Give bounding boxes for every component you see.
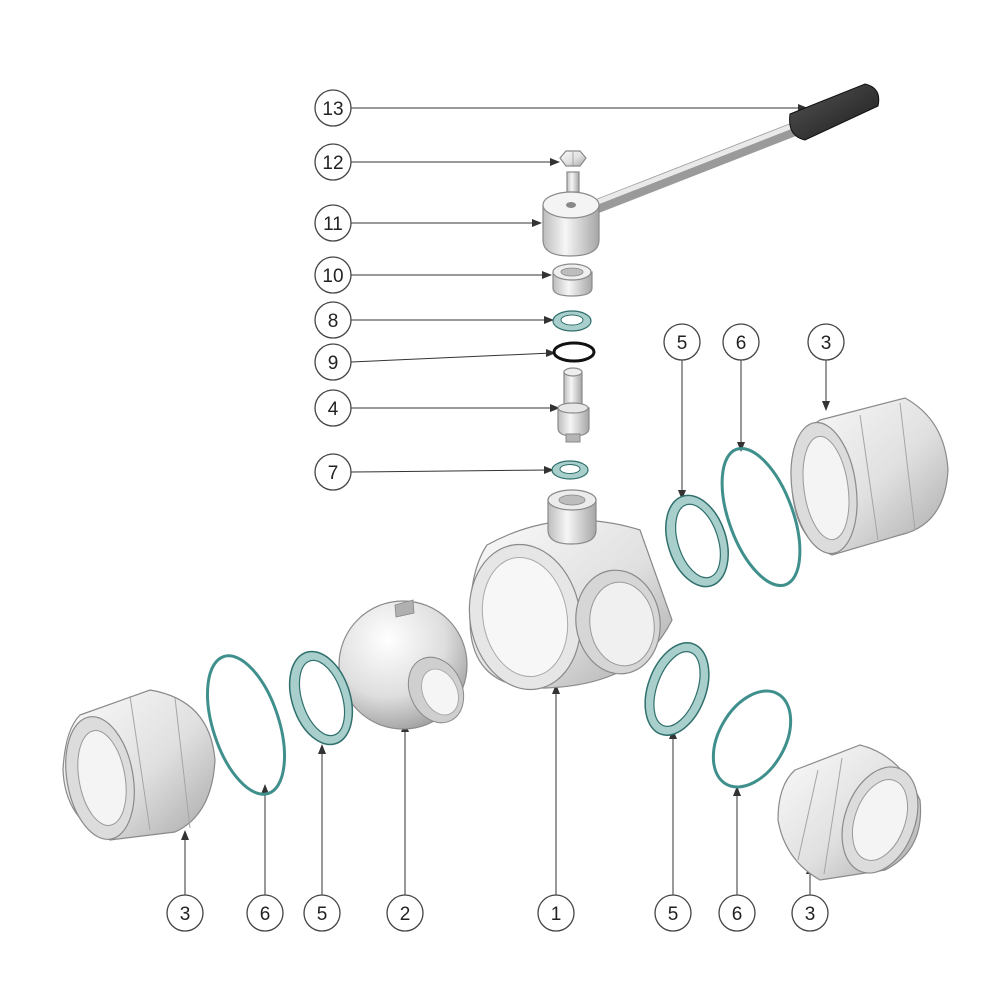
handle-lever	[588, 83, 880, 214]
callout-7: 7	[314, 453, 352, 491]
seat-ring-5-top	[665, 494, 729, 588]
seat-ring-5-right	[644, 642, 710, 736]
stem-seal-ring-7	[551, 460, 589, 480]
union-end-3-top	[790, 397, 949, 556]
stem-bushing	[552, 263, 593, 297]
o-ring-6-right	[711, 689, 793, 789]
callout-label: 3	[821, 333, 832, 354]
arrowhead	[550, 404, 560, 412]
arrowhead	[542, 271, 552, 279]
callout-label: 3	[805, 904, 816, 925]
valve-body	[468, 489, 673, 691]
leader-lines	[181, 104, 830, 895]
arrowhead	[544, 466, 554, 474]
arrowhead	[550, 158, 560, 166]
union-end-3-right	[777, 744, 922, 881]
stem-seal-ring-8	[552, 310, 592, 332]
callout-8: 8	[314, 301, 352, 339]
callout-label: 2	[400, 904, 411, 925]
callout-label: 1	[551, 904, 562, 925]
callout-label: 5	[668, 904, 679, 925]
valve-stem	[557, 367, 590, 443]
seat-ring-5-left	[288, 650, 354, 746]
callout-3-bottom-right: 3	[791, 894, 829, 932]
callout-6-top: 6	[722, 323, 760, 361]
arrowhead	[532, 219, 542, 227]
callout-3-bottom-left: 3	[166, 894, 204, 932]
callout-label: 5	[677, 333, 688, 354]
callout-5-bottom-right: 5	[654, 894, 692, 932]
arrowhead	[544, 316, 554, 324]
callout-label: 9	[328, 353, 339, 374]
callout-3-top: 3	[807, 323, 845, 361]
hex-bolt	[559, 150, 587, 193]
callout-label: 6	[732, 904, 743, 925]
arrowhead	[733, 786, 741, 796]
valve-ball	[338, 599, 468, 730]
callout-6-bottom-left: 6	[246, 894, 284, 932]
callout-12: 12	[314, 143, 352, 181]
o-ring-6-left	[206, 654, 286, 796]
callout-label: 10	[322, 266, 343, 287]
callout-6-bottom-right: 6	[718, 894, 756, 932]
leader-7	[350, 469, 551, 473]
callout-1: 1	[537, 894, 575, 932]
callout-5-top: 5	[663, 323, 701, 361]
union-end-3-left	[62, 689, 216, 841]
callout-label: 4	[328, 399, 339, 420]
callout-9: 9	[314, 343, 352, 381]
arrowhead	[181, 830, 189, 840]
leader-9	[350, 352, 553, 363]
arrowhead	[678, 490, 686, 500]
callout-label: 13	[322, 99, 343, 120]
callout-label: 6	[736, 333, 747, 354]
callout-label: 5	[317, 904, 328, 925]
callout-11: 11	[314, 204, 352, 242]
arrowhead	[546, 349, 556, 357]
arrowhead	[552, 684, 560, 694]
callout-10: 10	[314, 256, 352, 294]
handle-hub	[542, 191, 600, 257]
callout-label: 12	[322, 153, 343, 174]
callout-13: 13	[314, 89, 352, 127]
arrowhead	[261, 784, 269, 794]
handle-grip	[789, 83, 880, 141]
callout-label: 11	[323, 214, 343, 235]
callout-2: 2	[386, 894, 424, 932]
o-ring-6-top	[720, 446, 802, 588]
callout-5-bottom-left: 5	[303, 894, 341, 932]
callout-label: 8	[328, 311, 339, 332]
callout-4: 4	[314, 389, 352, 427]
callout-label: 6	[260, 904, 271, 925]
arrowhead	[822, 401, 830, 411]
callout-label: 7	[328, 463, 339, 484]
callout-label: 3	[180, 904, 191, 925]
arrowhead	[318, 744, 326, 754]
stem-o-ring-9	[552, 341, 596, 363]
